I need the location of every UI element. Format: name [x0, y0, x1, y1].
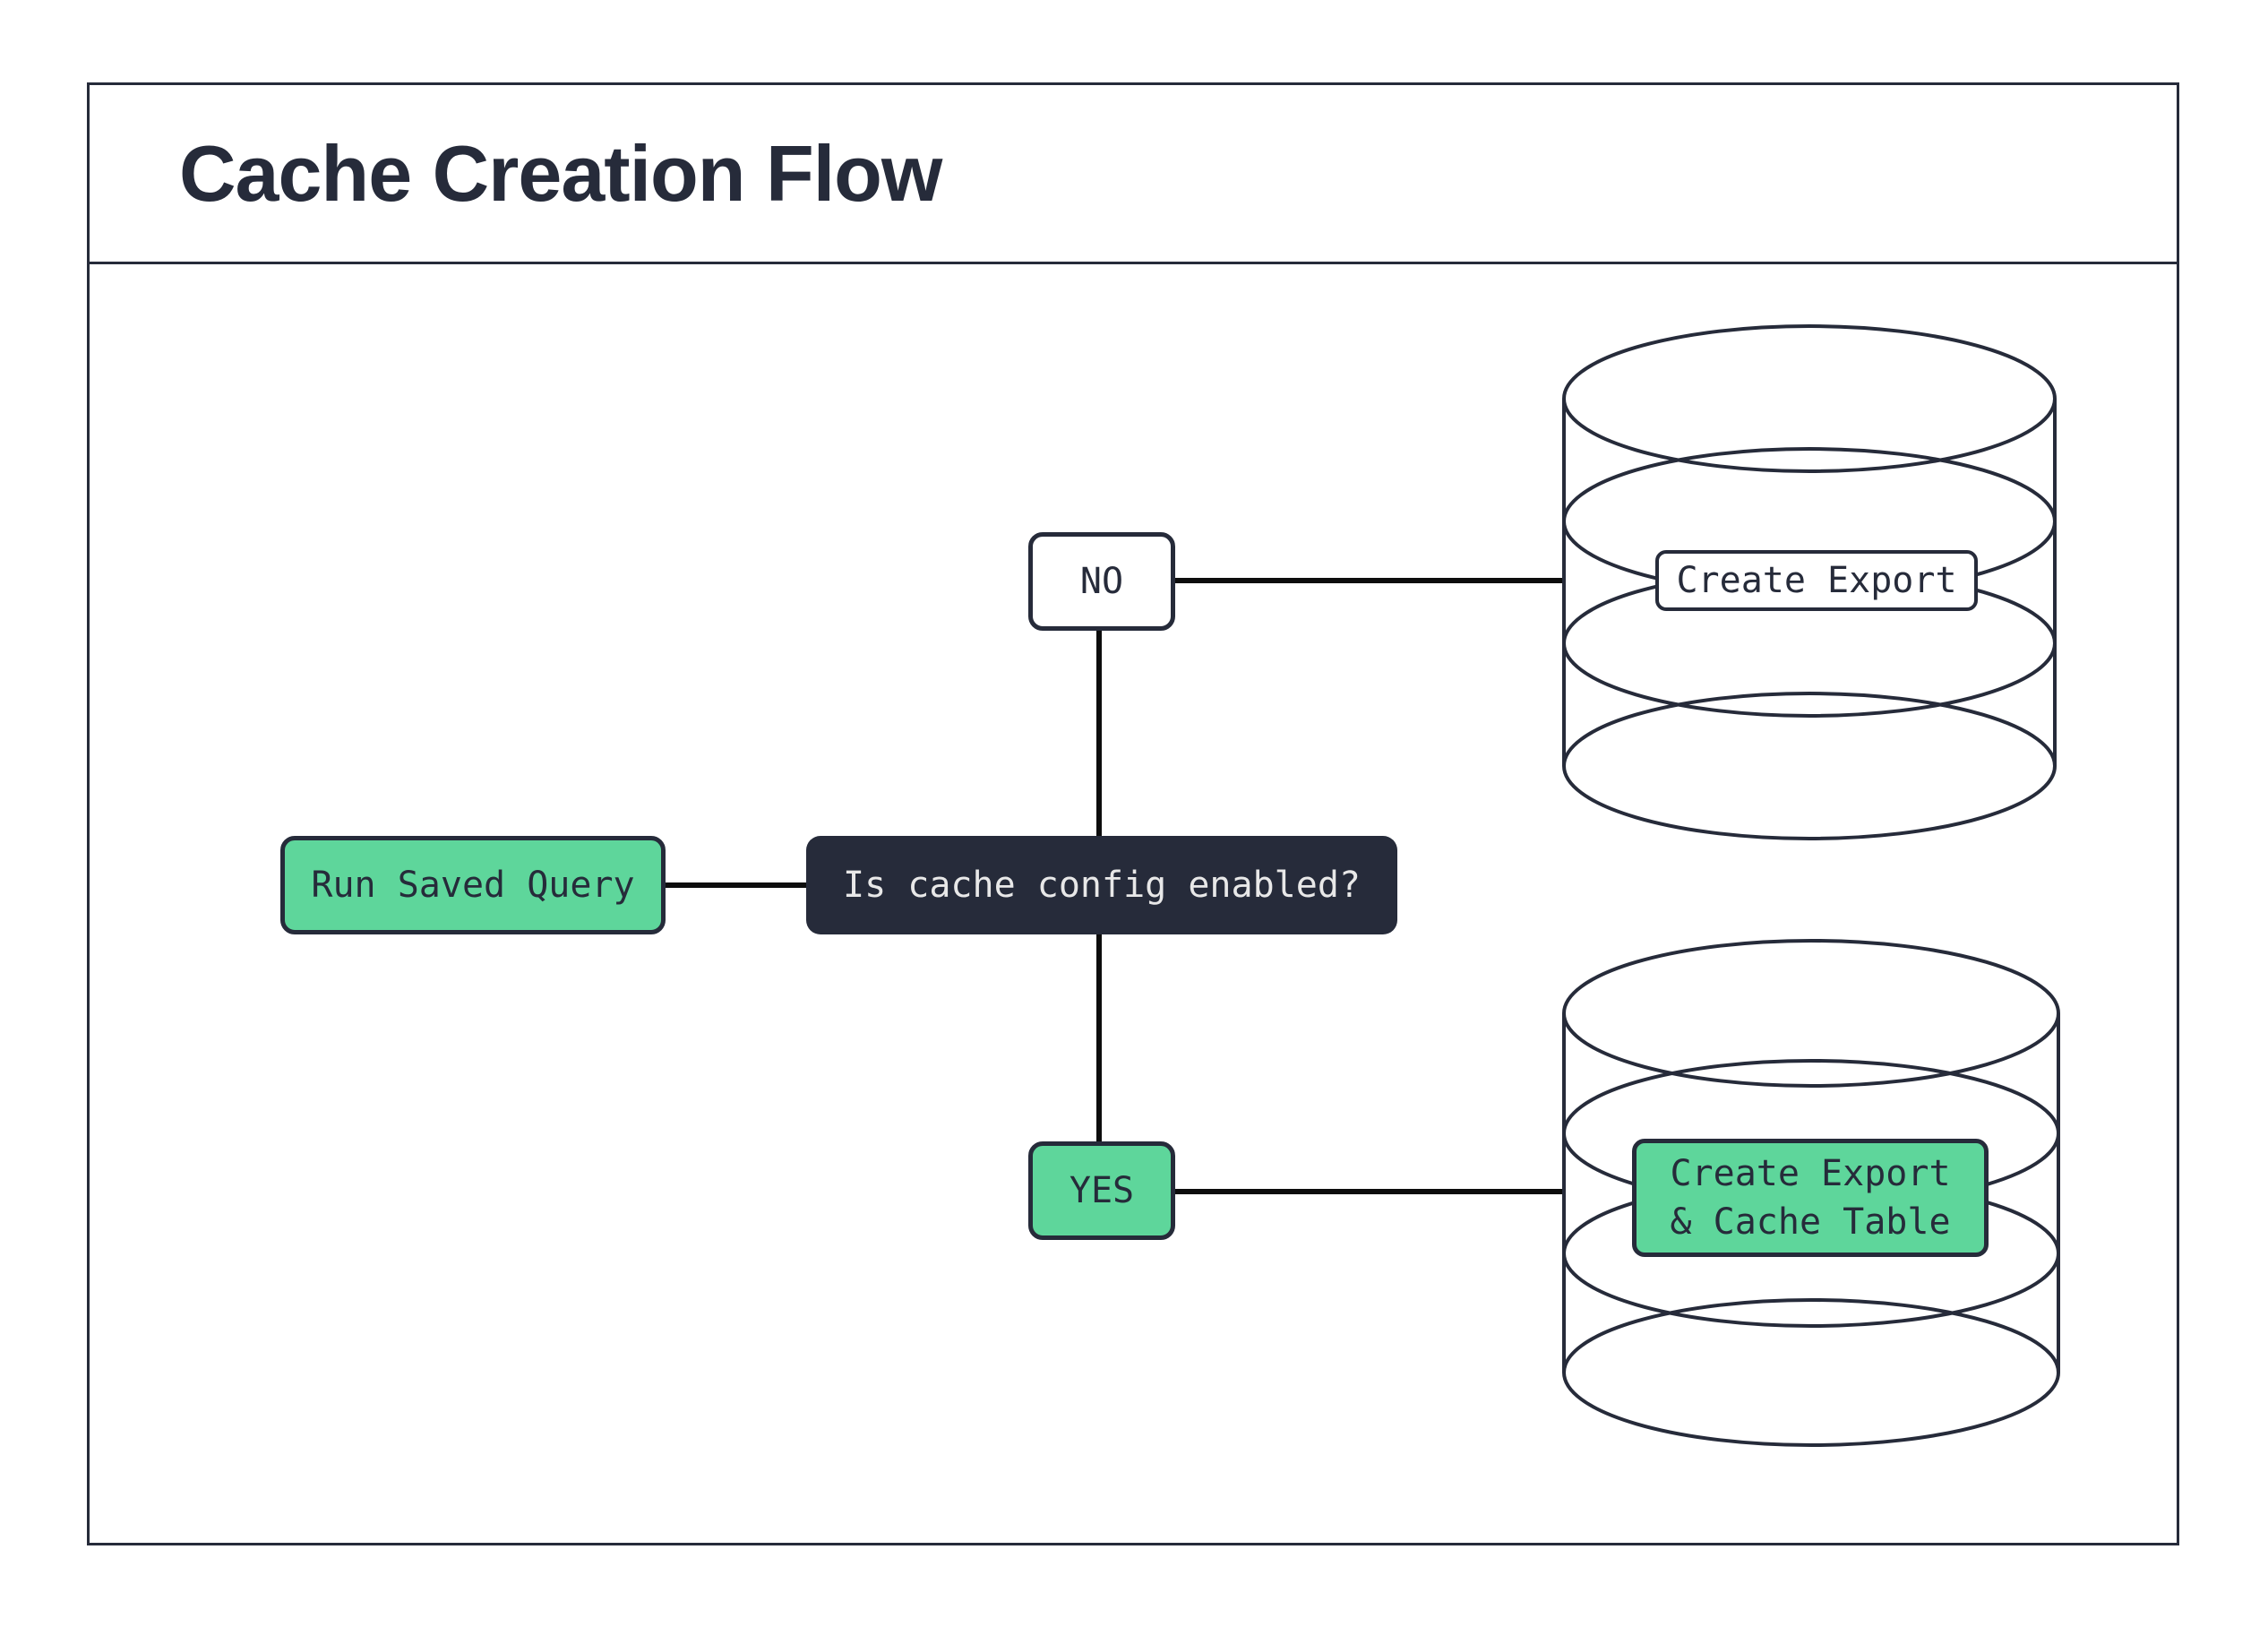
- node-branch-yes-label: YES: [1069, 1170, 1135, 1211]
- node-create-export-cache-table: Create Export & Cache Table: [1632, 1139, 1989, 1257]
- node-run-saved-query: Run Saved Query: [280, 836, 666, 934]
- node-create-export-label: Create Export: [1676, 560, 1957, 601]
- node-run-saved-query-label: Run Saved Query: [311, 865, 635, 906]
- node-branch-no-label: NO: [1079, 561, 1124, 602]
- node-branch-no: NO: [1028, 532, 1175, 631]
- diagram-frame: Cache Creation Flow: [87, 82, 2179, 1545]
- node-create-export-cache-table-label: Create Export & Cache Table: [1670, 1153, 1951, 1243]
- node-create-export: Create Export: [1655, 550, 1978, 611]
- node-cache-config-decision-label: Is cache config enabled?: [843, 865, 1361, 906]
- node-branch-yes: YES: [1028, 1141, 1175, 1240]
- node-cache-config-decision: Is cache config enabled?: [806, 836, 1397, 934]
- title-bar: Cache Creation Flow: [90, 85, 2177, 264]
- page-title: Cache Creation Flow: [179, 128, 942, 218]
